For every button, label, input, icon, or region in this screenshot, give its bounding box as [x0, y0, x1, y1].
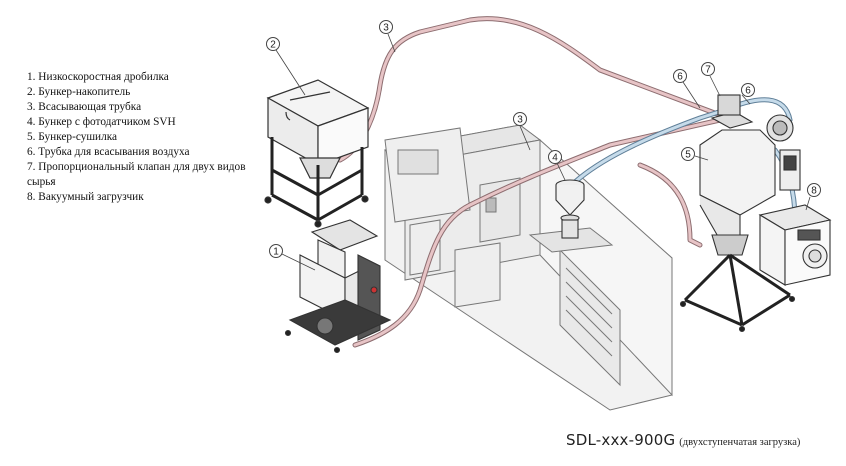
caption: SDL-xxx-900G(двухступенчатая загрузка): [566, 431, 800, 450]
legend-item-6: 6. Трубка для всасывания воздуха: [27, 146, 190, 158]
vacuum-loader: [758, 204, 832, 286]
callout-label: 6: [677, 72, 683, 83]
svh-hopper: [555, 179, 585, 239]
storage-hopper: [264, 79, 370, 228]
extruder-machine: [383, 124, 673, 411]
callout-3b: 3: [513, 112, 531, 151]
callout-2: 2: [266, 37, 306, 96]
callout-label: 1: [273, 247, 279, 258]
model-name: SDL-xxx-900G: [566, 431, 676, 449]
dryer-hopper: [679, 94, 801, 333]
callout-label: 8: [811, 186, 817, 197]
legend: 1. Низкоскоростная дробилка 2. Бункер-на…: [27, 70, 267, 205]
callout-label: 3: [383, 23, 389, 34]
callout-4: 4: [548, 150, 566, 181]
legend-item-3: 3. Всасывающая трубка: [27, 101, 142, 113]
callout-3a: 3: [379, 20, 396, 53]
legend-item-1: 1. Низкоскоростная дробилка: [27, 71, 169, 83]
callout-7: 7: [701, 62, 721, 97]
callout-1: 1: [269, 244, 316, 271]
callouts: 1 2 3 3 4 5 6: [266, 20, 821, 271]
legend-item-2: 2. Бункер-накопитель: [27, 86, 131, 98]
granulator: [284, 219, 392, 354]
callout-8: 8: [805, 183, 821, 211]
callout-label: 5: [685, 150, 691, 161]
legend-item-4: 4. Бункер с фотодатчиком SVH: [27, 116, 176, 128]
callout-label: 2: [270, 40, 276, 51]
legend-item-5: 5. Бункер-сушилка: [27, 131, 118, 143]
callout-label: 4: [552, 153, 558, 164]
callout-label: 6: [745, 86, 751, 97]
legend-item-8: 8. Вакуумный загрузчик: [27, 191, 144, 203]
legend-item-7: 7. Пропорциональный клапан для двух видо…: [27, 161, 246, 188]
callout-6a: 6: [673, 69, 701, 109]
callout-label: 7: [705, 65, 711, 76]
callout-label: 3: [517, 115, 523, 126]
callout-6b: 6: [741, 83, 755, 105]
callout-5: 5: [681, 147, 709, 161]
caption-subtitle: (двухступенчатая загрузка): [679, 437, 801, 448]
